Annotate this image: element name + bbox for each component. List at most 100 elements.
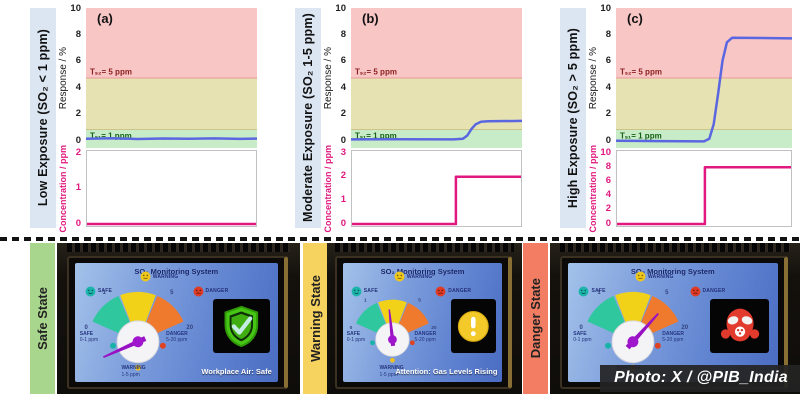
tick-label: 1 [340, 193, 346, 205]
warning-exclamation-icon [458, 310, 489, 342]
monitor-screen: SO₂ Monitoring System SAFE WARNING DANGE… [342, 263, 503, 382]
gauge-tick-5: 5 [665, 290, 669, 296]
exposure-label-bar: Moderate Exposure (SO₂ 1-5 ppm) [295, 8, 321, 228]
indicator-label: WARNING [152, 273, 179, 280]
warning-face-icon [140, 271, 151, 282]
gauge-tick-1: 1 [102, 290, 106, 296]
tick-label: 2 [75, 146, 81, 158]
screen-title: SO₂ Monitoring System [630, 266, 715, 276]
state-label: Danger State [528, 278, 543, 359]
warning-indicator: WARNING [635, 271, 674, 282]
exposure-label: Low Exposure (SO₂ < 1 ppm) [36, 29, 50, 207]
tick-label: 4 [605, 189, 611, 201]
indicator-label: SAFE [363, 288, 378, 295]
tick-label: 10 [600, 146, 611, 158]
tick-label: 0 [605, 217, 611, 229]
tick-label: 6 [605, 55, 611, 67]
gauge-tick-20: 20 [681, 325, 688, 331]
tick-label: 10 [600, 2, 611, 14]
screen-title: SO₂ Monitoring System [380, 266, 465, 276]
gauge-tick-5: 5 [418, 297, 421, 303]
gauge-tick-5: 5 [170, 290, 174, 296]
so2-gauge: 0 1 5 20 [568, 282, 698, 380]
concentration-plot [616, 150, 792, 227]
exposure-label-bar: High Exposure (SO₂ > 5 ppm) [560, 8, 586, 228]
photo-credit-watermark: Photo: X / @PIB_India [600, 365, 800, 392]
indicator-label: DANGER [205, 288, 229, 295]
pin-header [66, 243, 291, 252]
indicator-label: DANGER [448, 288, 472, 295]
panel-c: High Exposure (SO₂ > 5 ppm) Response / %… [530, 0, 800, 237]
gauge-needle [102, 336, 147, 358]
status-icon-box [710, 298, 770, 354]
status-icon-box [451, 298, 496, 354]
gauge-needle [387, 309, 397, 347]
safe-indicator: SAFE [578, 286, 605, 297]
tick-label: 2 [340, 170, 346, 182]
safe-face-icon [351, 286, 362, 297]
lcd-device: SO₂ Monitoring System SAFE WARNING DANGE… [334, 256, 513, 389]
svg-text:Tₛ₂= 5 ppm: Tₛ₂= 5 ppm [620, 68, 662, 77]
monitor-photo: SO₂ Monitoring System SAFE WARNING DANGE… [57, 243, 300, 394]
danger-face-icon [690, 286, 700, 297]
so2-gauge: 0 1 5 20 [343, 282, 442, 380]
tick-label: 2 [340, 108, 346, 120]
gauge-tick-20: 20 [431, 325, 437, 331]
warning-indicator: WARNING [140, 271, 179, 282]
state-label-bar: Safe State [30, 243, 55, 394]
pin-header [334, 243, 515, 252]
tick-label: 6 [75, 55, 81, 67]
tick-label: 2 [605, 203, 611, 215]
safe-state-panel: Safe State SO₂ Monitoring System SAFE WA… [0, 241, 300, 400]
warning-state-panel: Warning State SO₂ Monitoring System SAFE… [300, 241, 522, 400]
svg-text:Tₛ₁= 1 ppm: Tₛ₁= 1 ppm [620, 132, 662, 141]
gauge-tick-1: 1 [597, 290, 601, 296]
state-label-bar: Warning State [303, 243, 328, 394]
state-label-bar: Danger State [523, 243, 548, 394]
tick-label: 8 [605, 160, 611, 172]
panel-letter: (b) [362, 11, 379, 26]
tick-label: 8 [75, 28, 81, 40]
tick-label: 4 [605, 81, 611, 93]
exposure-label: High Exposure (SO₂ > 5 ppm) [566, 27, 580, 209]
lcd-device: SO₂ Monitoring System SAFE WARNING DANGE… [66, 256, 288, 389]
safe-face-icon [85, 286, 96, 297]
concentration-plot [86, 150, 257, 227]
state-label: Safe State [35, 287, 50, 350]
gauge-tick-0: 0 [579, 325, 583, 331]
tick-label: 0 [75, 217, 81, 229]
tick-label: 4 [340, 81, 346, 93]
concentration-yticks: 0 1 2 [66, 146, 83, 229]
tick-label: 0 [340, 217, 346, 229]
panel-b: Moderate Exposure (SO₂ 1-5 ppm) Response… [265, 0, 530, 237]
warning-face-icon [394, 271, 405, 282]
tick-label: 0 [340, 134, 346, 146]
tick-label: 0 [605, 134, 611, 146]
screen-title: SO₂ Monitoring System [134, 266, 219, 276]
danger-face-icon [435, 286, 446, 297]
warning-face-icon [635, 271, 646, 282]
gauge-tick-0: 0 [349, 325, 352, 331]
safe-indicator: SAFE [85, 286, 112, 297]
svg-text:Tₛ₂= 5 ppm: Tₛ₂= 5 ppm [90, 68, 132, 77]
tick-label: 1 [75, 182, 81, 193]
danger-face-icon [193, 286, 203, 297]
tick-label: 10 [70, 2, 81, 14]
pin-header [560, 243, 790, 252]
so2-gauge: 0 1 5 20 [75, 282, 201, 380]
exposure-label-bar: Low Exposure (SO₂ < 1 ppm) [30, 8, 56, 228]
exposure-label: Moderate Exposure (SO₂ 1-5 ppm) [301, 13, 315, 223]
tick-label: 6 [605, 174, 611, 186]
tick-label: 4 [75, 81, 81, 93]
danger-indicator: DANGER [690, 286, 726, 297]
indicator-label: DANGER [702, 288, 726, 295]
